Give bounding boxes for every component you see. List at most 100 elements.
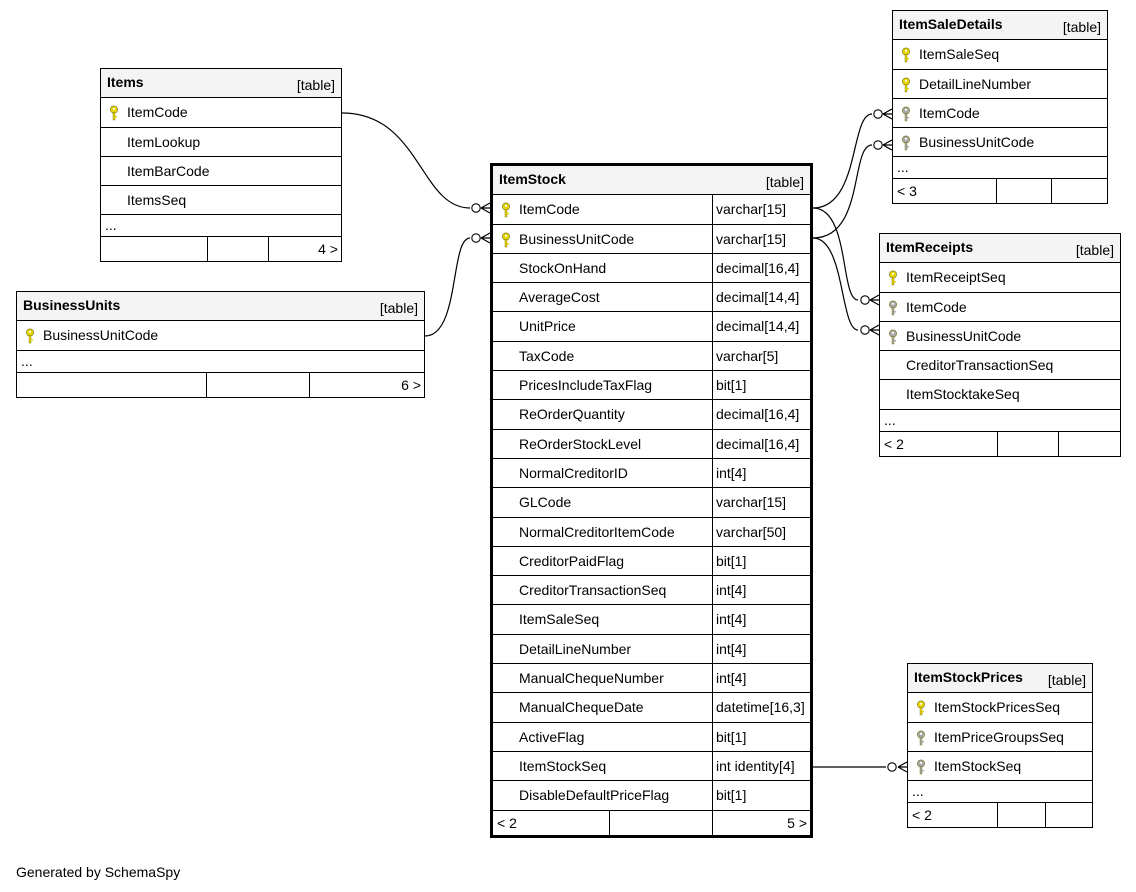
column-row-item-stock-prices-seq[interactable]: ItemStockPricesSeq <box>908 693 1092 723</box>
table-footer: < 2 <box>908 803 1092 828</box>
table-title: BusinessUnits <box>23 297 121 313</box>
column-row-item-code[interactable]: ItemCode <box>880 293 1120 322</box>
connector-items-itemstock <box>341 112 471 209</box>
column-row-business-unit-code[interactable]: BusinessUnitCode <box>880 322 1120 352</box>
column-name: NormalCreditorID <box>519 464 628 481</box>
column-row-item-receipt-seq[interactable]: ItemReceiptSeq <box>880 263 1120 293</box>
column-row-items-seq[interactable]: ItemsSeq <box>101 186 341 216</box>
column-row-item-stocktake-seq[interactable]: ItemStocktakeSeq <box>880 380 1120 410</box>
column-divider <box>712 751 713 781</box>
column-row-business-unit-code[interactable]: BusinessUnitCode <box>893 128 1107 158</box>
table-title: Items <box>107 74 144 90</box>
column-row-item-bar-code[interactable]: ItemBarCode <box>101 157 341 187</box>
children-count-link[interactable]: 4 > <box>318 241 338 258</box>
column-divider <box>712 634 713 664</box>
children-count-link[interactable]: 6 > <box>401 376 421 393</box>
column-row-item-sale-seq[interactable]: ItemSaleSeq <box>893 40 1107 70</box>
footer-cell: 5 > <box>712 810 810 835</box>
connector-businessunits-itemstock <box>424 237 471 337</box>
parents-count-link[interactable]: < 2 <box>497 814 517 831</box>
foreign-key-icon <box>888 329 898 345</box>
column-row-item-stock-seq[interactable]: ItemStockSeq <box>908 752 1092 782</box>
generated-by-label: Generated by SchemaSpy <box>16 864 181 880</box>
optional-circle-marker <box>887 762 897 772</box>
column-type: varchar[5] <box>716 347 779 364</box>
column-name: ItemStockSeq <box>934 757 1022 774</box>
footer-cell <box>101 237 207 261</box>
column-name: ItemStockSeq <box>519 757 607 774</box>
children-count-link[interactable]: 5 > <box>787 814 807 831</box>
table-footer: < 2 <box>880 431 1120 456</box>
table-title: ItemStockPrices <box>914 669 1023 685</box>
column-type: decimal[16,4] <box>716 435 800 452</box>
crows-foot-marker <box>897 761 908 773</box>
column-divider <box>712 488 713 517</box>
column-divider <box>712 517 713 546</box>
column-row-item-code[interactable]: ItemCode <box>893 99 1107 129</box>
footer-cell <box>207 237 269 262</box>
footer-cell: < 2 <box>880 432 997 456</box>
column-row-business-unit-code[interactable]: BusinessUnitCode <box>17 321 424 351</box>
column-type: decimal[16,4] <box>716 259 800 276</box>
optional-circle-marker <box>860 325 870 335</box>
primary-key-icon <box>901 77 911 93</box>
table-business-units[interactable]: BusinessUnits[table]BusinessUnitCode...6… <box>16 291 425 398</box>
optional-circle-marker <box>860 295 870 305</box>
table-item-stock-prices[interactable]: ItemStockPrices [table] ItemStockPricesSeq… <box>907 663 1093 829</box>
footer-cell <box>997 803 1046 828</box>
column-row-item-lookup[interactable]: ItemLookup <box>101 128 341 157</box>
column-type: varchar[50] <box>716 523 787 540</box>
column-name: ItemCode <box>906 298 967 315</box>
more-columns-row: ... <box>908 781 1092 804</box>
table-header: ItemSaleDetails[table] <box>893 11 1107 41</box>
column-row-item-code[interactable]: ItemCode <box>101 98 341 128</box>
connector-itemstock-itemsaledetails-itemcode <box>812 113 873 209</box>
column-divider <box>712 605 713 634</box>
column-divider <box>712 546 713 576</box>
column-row-creditor-transaction-seq[interactable]: CreditorTransactionSeq <box>880 351 1120 381</box>
column-name: BusinessUnitCode <box>906 327 1022 344</box>
column-name: ItemPriceGroupsSeq <box>934 728 1064 745</box>
column-row-detail-line-number[interactable]: DetailLineNumber <box>893 70 1107 99</box>
column-divider <box>712 781 713 810</box>
parents-count-link[interactable]: < 3 <box>897 183 917 200</box>
crows-foot-marker <box>480 202 491 214</box>
connector-itemstock-itemreceipts-buc <box>812 237 859 331</box>
footer-cell <box>1058 431 1120 456</box>
table-kind-label: [table] <box>1047 672 1086 688</box>
parents-count-link[interactable]: < 2 <box>884 435 904 452</box>
parents-count-link[interactable]: < 2 <box>912 807 932 824</box>
column-row-item-price-groups-seq[interactable]: ItemPriceGroupsSeq <box>908 723 1092 752</box>
footer-cell <box>609 810 713 835</box>
crows-foot-marker <box>869 324 880 336</box>
ellipsis-text: ... <box>912 783 924 800</box>
column-type: int[4] <box>716 670 747 687</box>
column-type: decimal[14,4] <box>716 318 800 335</box>
